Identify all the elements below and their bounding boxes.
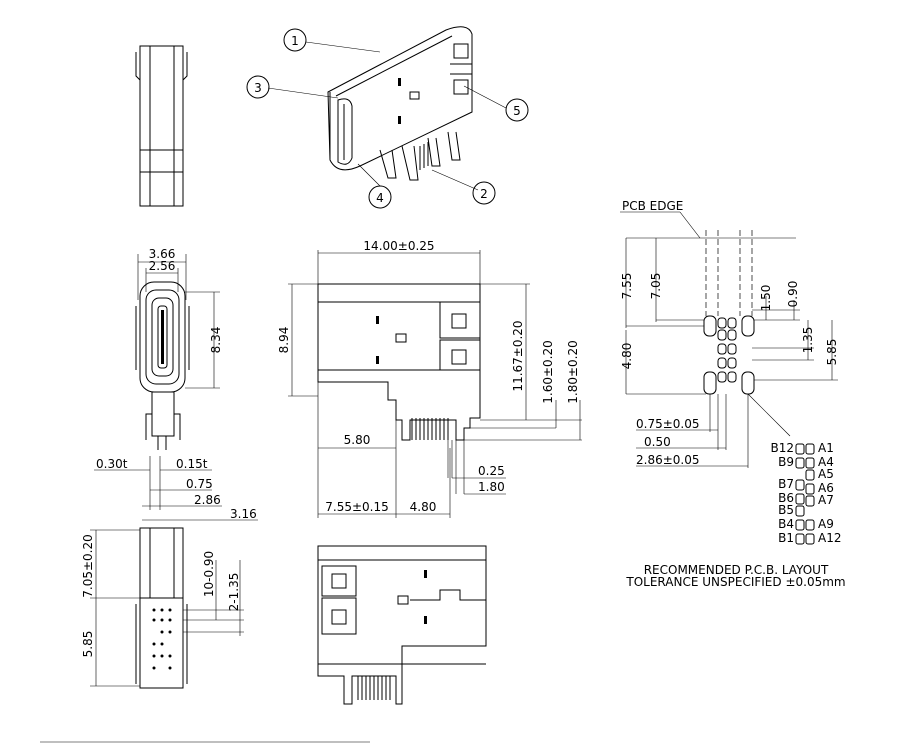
pcb-edge-label: PCB EDGE (622, 199, 683, 213)
dim-11-67: 11.67±0.20 (511, 320, 525, 391)
dim-1-80: 1.80±0.20 (566, 340, 580, 404)
callout-label: 4 (376, 191, 384, 205)
callout-3: 3 (246, 75, 270, 99)
pin-label: B9 (778, 455, 794, 469)
pin-label: A4 (818, 455, 834, 469)
pin-label: A7 (818, 493, 834, 507)
dim-4-80: 4.80 (410, 500, 437, 514)
pin-label: A6 (818, 481, 834, 495)
pcb-layout (620, 211, 838, 468)
main-view (288, 250, 582, 518)
dim-0-25: 0.25 (478, 464, 505, 478)
pcb-dim-2-86: 2.86±0.05 (636, 453, 700, 467)
side-view-top (135, 45, 188, 207)
pin-label: B6 (778, 491, 794, 505)
dim-2-56: 2.56 (149, 259, 176, 273)
pcb-dim-7-55: 7.55 (620, 273, 634, 300)
dim-2-86: 2.86 (194, 493, 221, 507)
pin-label: B7 (778, 477, 794, 491)
pcb-dim-7-05: 7.05 (649, 273, 663, 300)
dim-1-60: 1.60±0.20 (541, 340, 555, 404)
dim-5-85: 5.85 (81, 631, 95, 658)
callout-4: 4 (368, 185, 392, 209)
pcb-dim-0-75: 0.75±0.05 (636, 417, 700, 431)
pcb-dim-0-90: 0.90 (786, 281, 800, 308)
dim-8-94: 8.94 (277, 327, 291, 354)
dim-14-00: 14.00±0.25 (363, 239, 434, 253)
callout-label: 5 (513, 104, 521, 118)
pin-map (795, 443, 815, 545)
dim-3-66: 3.66 (149, 247, 176, 261)
dim-0-75: 0.75 (186, 477, 213, 491)
pcb-dim-0-50: 0.50 (644, 435, 671, 449)
pcb-dim-1-35: 1.35 (801, 327, 815, 354)
pcb-note-tolerance: TOLERANCE UNSPECIFIED ±0.05mm (625, 575, 845, 589)
pcb-dim-1-50: 1.50 (759, 285, 773, 312)
pin-thickness-dims (94, 456, 258, 521)
dim-0-15t: 0.15t (176, 457, 208, 471)
pcb-dim-4-80: 4.80 (620, 343, 634, 370)
pin-label: B4 (778, 517, 794, 531)
pcb-note-title: RECOMMENDED P.C.B. LAYOUT (644, 563, 829, 577)
pin-label: B5 (778, 503, 794, 517)
bottom-side-view (90, 527, 244, 689)
pin-label: A9 (818, 517, 834, 531)
pin-label: A5 (818, 467, 834, 481)
pin-label: B1 (778, 531, 794, 545)
callout-1: 1 (283, 28, 307, 52)
pin-label: A1 (818, 441, 834, 455)
dim-2-135: 2-1.35 (227, 573, 241, 612)
isometric-view (267, 26, 507, 191)
dim-7-55: 7.55±0.15 (325, 500, 389, 514)
pin-label: A12 (818, 531, 841, 545)
dim-1-80-b: 1.80 (478, 480, 505, 494)
dim-3-16: 3.16 (230, 507, 257, 521)
dim-8-34: 8.34 (209, 327, 223, 354)
callout-5: 5 (505, 98, 529, 122)
dim-10-090: 10-0.90 (202, 551, 216, 597)
pin-label: B12 (770, 441, 794, 455)
bottom-center-view (317, 545, 487, 705)
dim-7-05: 7.05±0.20 (81, 534, 95, 598)
callout-label: 2 (480, 187, 488, 201)
front-view (135, 254, 220, 450)
dim-0-30t: 0.30t (96, 457, 128, 471)
pcb-dim-5-85: 5.85 (825, 339, 839, 366)
callout-label: 1 (291, 34, 299, 48)
callout-label: 3 (254, 81, 262, 95)
callout-2: 2 (472, 181, 496, 205)
dim-5-80: 5.80 (344, 433, 371, 447)
